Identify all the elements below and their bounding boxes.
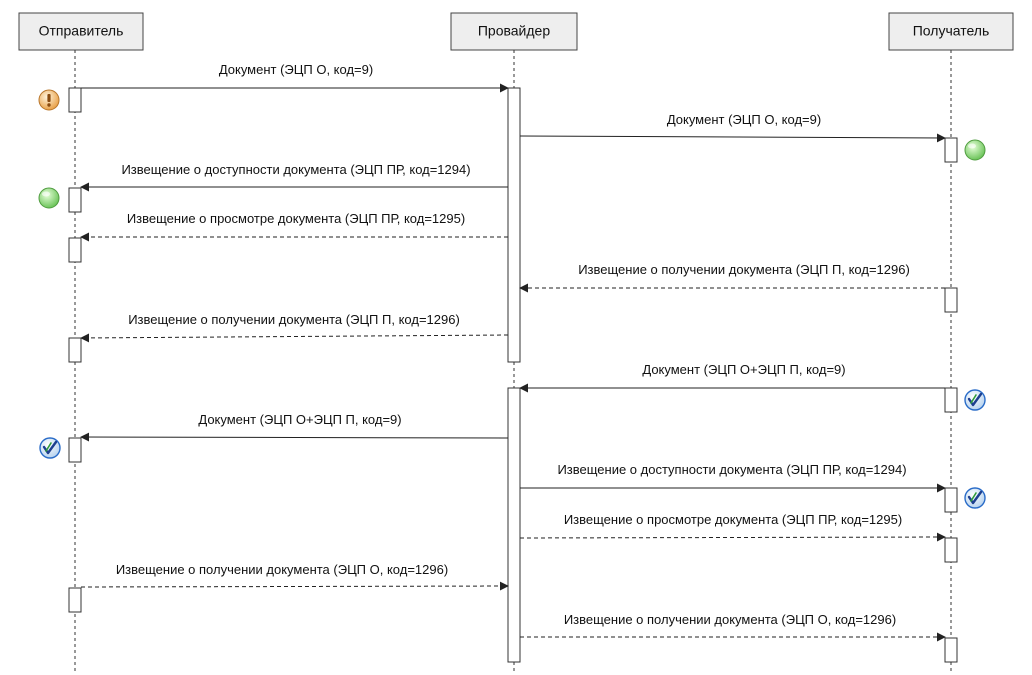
message-label: Извещение о просмотре документа (ЭЦП ПР,…: [127, 211, 465, 226]
actor-label-sender: Отправитель: [39, 23, 124, 39]
activation-bar: [68, 187, 82, 213]
message-2: Документ (ЭЦП О, код=9): [519, 112, 946, 143]
signed-check-icon: [39, 437, 61, 459]
message-arrow: [80, 432, 509, 442]
ok-status-icon: [38, 187, 60, 209]
actor-sender[interactable]: Отправитель: [18, 12, 144, 51]
message-label: Извещение о получении документа (ЭЦП П, …: [578, 262, 910, 277]
warning-icon: [38, 89, 60, 111]
message-label: Документ (ЭЦП О+ЭЦП П, код=9): [642, 362, 845, 377]
message-11: Извещение о получении документа (ЭЦП О, …: [80, 562, 509, 591]
ok-status-icon: [964, 139, 986, 161]
message-4: Извещение о просмотре документа (ЭЦП ПР,…: [80, 211, 508, 242]
message-6: Извещение о получении документа (ЭЦП П, …: [80, 312, 509, 343]
activation-bar: [944, 287, 958, 313]
signed-check-icon: [964, 389, 986, 411]
message-3: Извещение о доступности документа (ЭЦП П…: [80, 162, 508, 192]
actor-label-provider: Провайдер: [478, 23, 550, 39]
message-arrow: [80, 581, 509, 591]
activations: [68, 87, 958, 663]
message-label: Извещение о доступности документа (ЭЦП П…: [557, 462, 906, 477]
message-12: Извещение о получении документа (ЭЦП О, …: [520, 612, 946, 642]
activation-bar: [944, 387, 958, 413]
message-label: Извещение о доступности документа (ЭЦП П…: [121, 162, 470, 177]
message-label: Извещение о получении документа (ЭЦП О, …: [564, 612, 896, 627]
message-5: Извещение о получении документа (ЭЦП П, …: [519, 262, 945, 293]
activation-bar: [944, 537, 958, 563]
message-arrow: [80, 333, 509, 343]
message-9: Извещение о доступности документа (ЭЦП П…: [520, 462, 946, 493]
activation-bar: [68, 337, 82, 363]
message-label: Документ (ЭЦП О, код=9): [219, 62, 373, 77]
message-arrow: [519, 532, 946, 542]
message-8: Документ (ЭЦП О+ЭЦП П, код=9): [80, 412, 509, 442]
activation-bar: [68, 587, 82, 613]
message-label: Документ (ЭЦП О, код=9): [667, 112, 821, 127]
actor-receiver[interactable]: Получатель: [888, 12, 1014, 51]
message-10: Извещение о просмотре документа (ЭЦП ПР,…: [519, 512, 946, 542]
activation-bar: [944, 637, 958, 663]
activation-bar: [507, 87, 521, 363]
message-label: Извещение о просмотре документа (ЭЦП ПР,…: [564, 512, 902, 527]
signed-check-icon: [964, 487, 986, 509]
message-7: Документ (ЭЦП О+ЭЦП П, код=9): [519, 362, 945, 393]
message-label: Извещение о получении документа (ЭЦП П, …: [128, 312, 460, 327]
activation-bar: [68, 237, 82, 263]
activation-bar: [68, 437, 82, 463]
activation-bar: [507, 387, 521, 663]
message-label: Документ (ЭЦП О+ЭЦП П, код=9): [198, 412, 401, 427]
activation-bar: [68, 87, 82, 113]
message-arrow: [519, 133, 946, 143]
actor-label-receiver: Получатель: [913, 23, 990, 39]
activation-bar: [944, 487, 958, 513]
message-1: Документ (ЭЦП О, код=9): [81, 62, 509, 93]
actor-provider[interactable]: Провайдер: [450, 12, 578, 51]
activation-bar: [944, 137, 958, 163]
message-label: Извещение о получении документа (ЭЦП О, …: [116, 562, 448, 577]
